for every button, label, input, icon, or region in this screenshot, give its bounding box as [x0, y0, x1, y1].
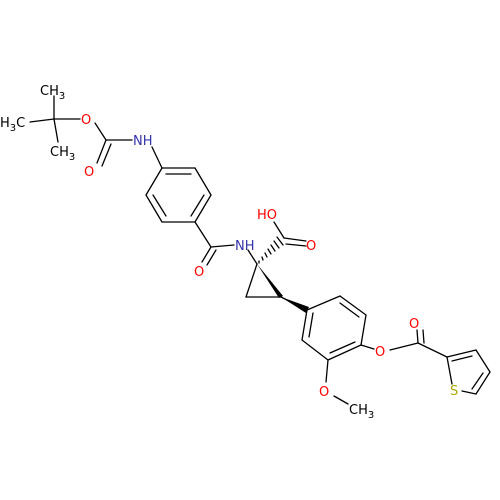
bond	[306, 295, 341, 311]
hashed-wedge-line	[261, 256, 264, 261]
bonds	[29, 95, 491, 405]
label-s-thiophene: S	[450, 384, 458, 399]
bond	[194, 194, 212, 223]
bond	[446, 349, 477, 358]
bond	[145, 167, 163, 196]
label-o-methoxy: O	[319, 385, 329, 400]
bond	[333, 395, 349, 405]
bond	[446, 356, 453, 385]
bond	[194, 221, 212, 248]
label-nh-amide: NH	[235, 239, 255, 254]
bond	[422, 329, 425, 344]
bond	[145, 194, 163, 223]
bond	[285, 243, 307, 247]
label-o-acid: O	[306, 239, 316, 254]
stereo-bonds	[257, 236, 309, 313]
bond	[475, 349, 491, 373]
label-ho: HO	[257, 208, 277, 223]
bond	[190, 194, 205, 217]
bond	[53, 118, 59, 143]
label-h3c: H3C	[0, 116, 25, 134]
atom-labels: CH3 H3C CH3 O O NH O NH HO O O O O CH3 S	[0, 84, 458, 421]
bond	[451, 355, 473, 362]
bond	[339, 295, 367, 316]
bond	[247, 249, 258, 265]
hashed-wedge-line	[267, 248, 272, 255]
bond	[461, 390, 477, 395]
label-o-carbonyl-boc: O	[84, 165, 94, 180]
bond	[360, 344, 375, 350]
bond	[339, 302, 360, 318]
bond	[389, 342, 419, 351]
bond	[152, 194, 167, 217]
label-o-carbonyl-thio: O	[409, 317, 419, 332]
bond	[360, 314, 367, 346]
label-ch3-bottom: CH3	[50, 145, 75, 163]
bond	[283, 237, 307, 242]
bond	[206, 249, 217, 266]
hashed-wedge-line	[264, 252, 268, 258]
label-o-ester-thio: O	[375, 345, 385, 360]
bond	[194, 167, 212, 196]
bond	[475, 371, 491, 395]
bond	[308, 312, 314, 338]
bond	[301, 309, 308, 341]
hashed-wedge-line	[276, 236, 284, 246]
label-ch3-methoxy: CH3	[349, 403, 374, 421]
solid-wedge	[281, 297, 309, 313]
label-o-amide: O	[194, 265, 204, 280]
bond	[210, 244, 235, 248]
bond	[329, 341, 356, 354]
hashed-wedge-line	[270, 244, 276, 252]
bond	[101, 143, 112, 167]
bond	[94, 122, 107, 141]
label-o-ester-boc: O	[81, 113, 91, 128]
bond	[325, 359, 329, 383]
bond	[29, 118, 55, 123]
label-ch3-top: CH3	[40, 84, 65, 102]
solid-wedge	[257, 264, 283, 298]
bond	[151, 146, 163, 169]
bond	[417, 342, 448, 358]
label-nh-boc: NH	[133, 134, 153, 149]
bond	[471, 372, 484, 390]
bond	[327, 344, 362, 361]
bond	[245, 263, 258, 298]
hashed-wedge-line	[273, 240, 280, 249]
bond	[416, 329, 419, 344]
bond	[273, 221, 285, 239]
bond	[201, 246, 212, 263]
bond	[96, 139, 107, 164]
bond	[301, 339, 329, 361]
